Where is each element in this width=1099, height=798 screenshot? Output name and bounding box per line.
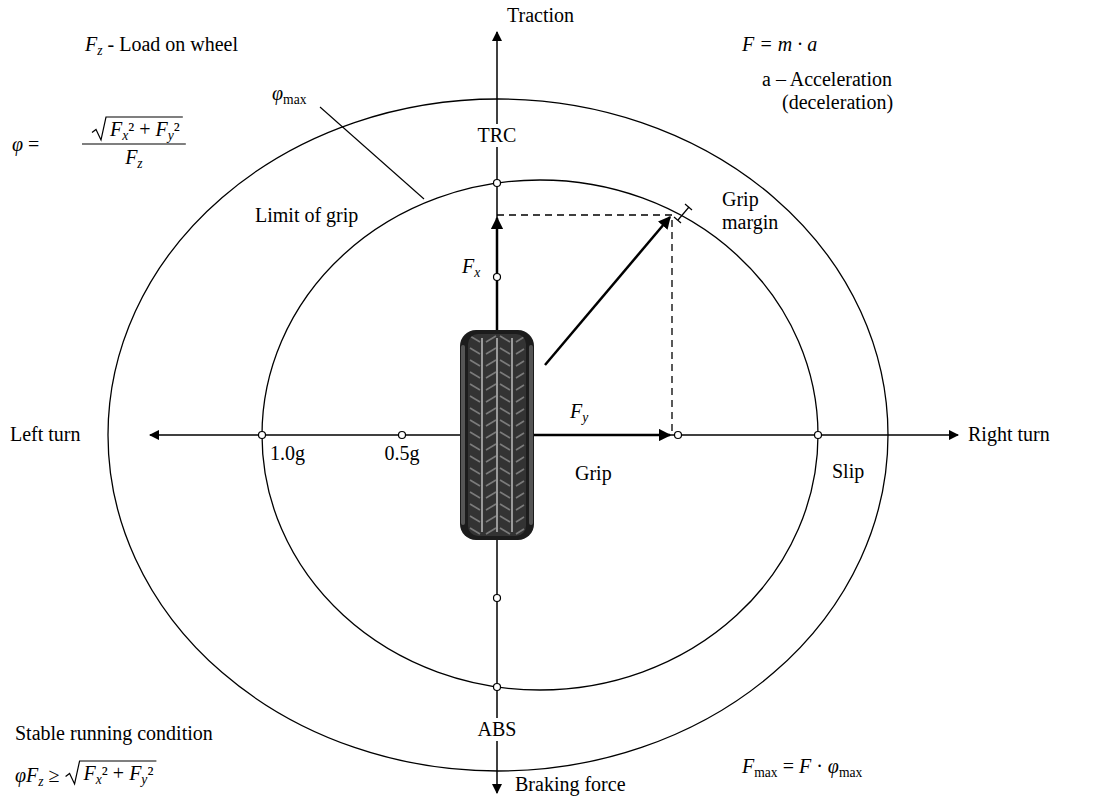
axis-label: TRC bbox=[475, 124, 520, 147]
lateral-axis bbox=[150, 434, 958, 436]
axis-label: ABS bbox=[475, 718, 520, 741]
region-label: Slip bbox=[832, 460, 864, 483]
leader-line bbox=[320, 107, 424, 199]
scale-dot bbox=[259, 180, 822, 691]
resultant-vector bbox=[545, 217, 670, 365]
grip-margin-bracket bbox=[674, 204, 692, 223]
force-label: Fx bbox=[462, 255, 480, 278]
fraction-bar bbox=[82, 143, 186, 144]
note-text: Limit of grip bbox=[255, 204, 358, 227]
component-dash bbox=[497, 215, 672, 432]
fy-vector bbox=[534, 434, 670, 437]
formula-text: Fz bbox=[125, 146, 143, 169]
formula-text: φ = bbox=[12, 133, 39, 156]
axis-label: Right turn bbox=[968, 423, 1050, 446]
note-text: φmax bbox=[272, 82, 306, 105]
formula-text: Fx² + Fy² bbox=[84, 762, 154, 785]
formula-text: F = m · a bbox=[742, 33, 817, 56]
scale-label: 0.5g bbox=[385, 442, 420, 465]
axis-label: Left turn bbox=[10, 423, 81, 446]
note-text: Grip margin bbox=[722, 188, 792, 234]
force-label: Fy bbox=[570, 400, 588, 423]
tire-illustration bbox=[460, 330, 534, 540]
formula-text: Fx² + Fy² bbox=[110, 118, 180, 141]
region-label: Grip bbox=[575, 462, 612, 485]
scale-label: 1.0g bbox=[270, 442, 305, 465]
formula-text: φFz ≥ bbox=[15, 764, 60, 787]
axis-label: Braking force bbox=[515, 773, 626, 796]
note-text: a – Acceleration (deceleration) bbox=[782, 68, 922, 114]
note-text: Fz - Load on wheel bbox=[85, 33, 238, 56]
note-text: Stable running condition bbox=[15, 722, 213, 745]
axis-label: Traction bbox=[507, 4, 574, 27]
formula-text: Fmax = F · φmax bbox=[742, 755, 862, 778]
